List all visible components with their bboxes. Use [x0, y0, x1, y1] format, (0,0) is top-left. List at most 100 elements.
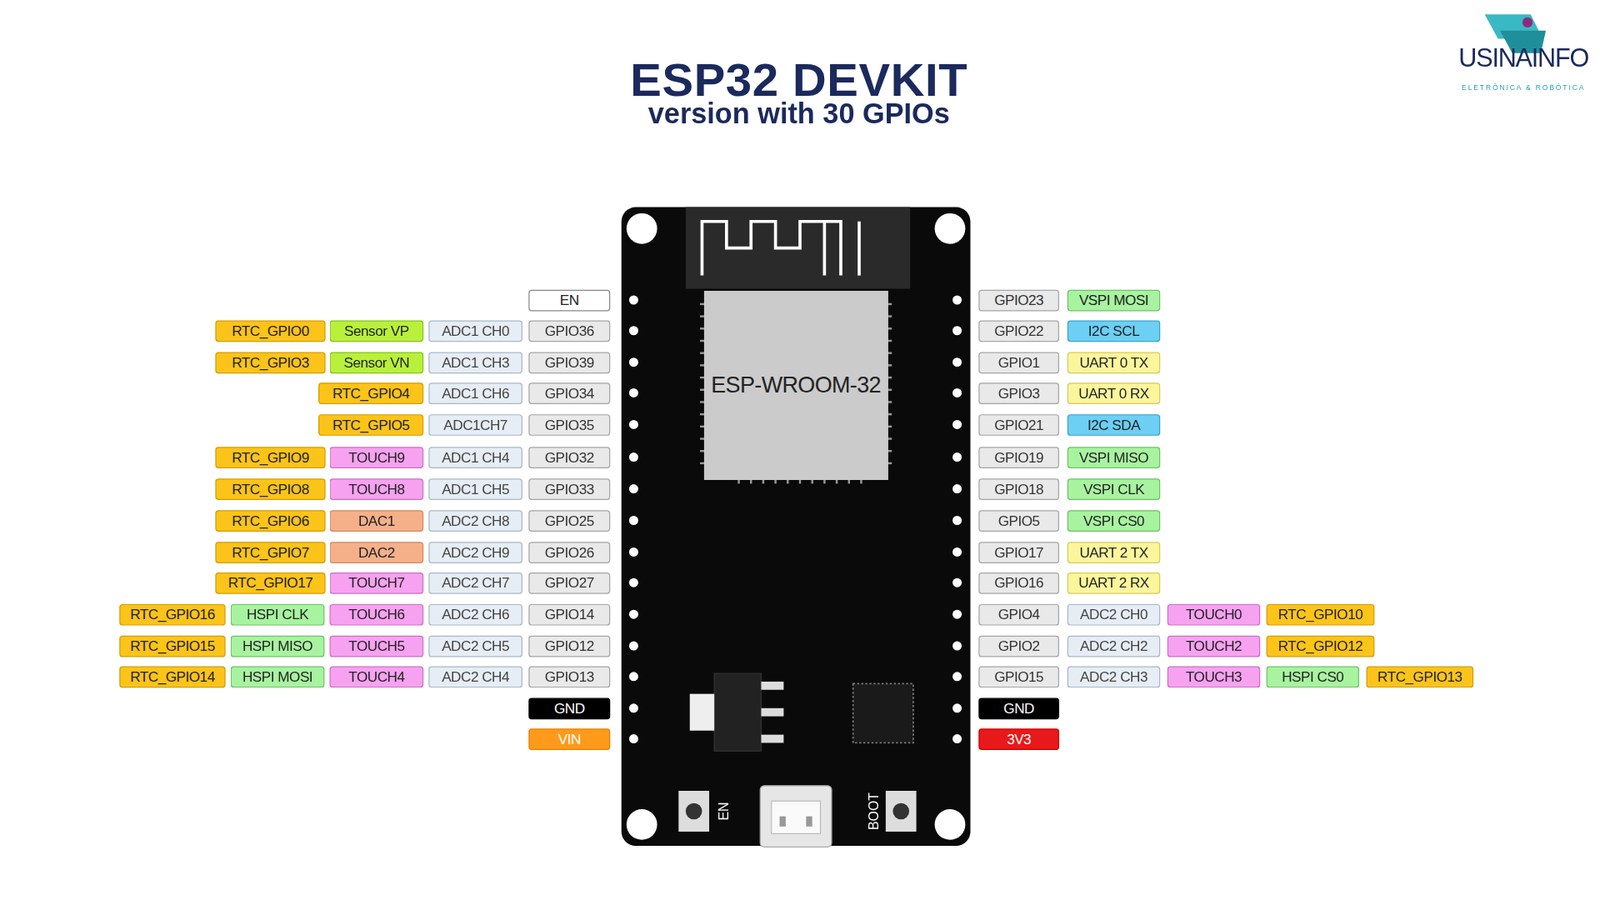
pin-label: GPIO14 [545, 607, 595, 622]
pin-label: RTC_GPIO12 [1278, 639, 1363, 654]
pin-tag: VSPI CLK [1067, 478, 1160, 500]
pin-label: GPIO4 [998, 607, 1040, 622]
pin-tag: TOUCH9 [330, 446, 425, 469]
pin-tag: RTC_GPIO15 [119, 635, 225, 657]
pin-tag: ADC2 CH6 [428, 603, 523, 625]
pin-label: VIN [558, 731, 581, 746]
pin-tag: DAC2 [330, 541, 425, 564]
pin-label: GPIO27 [545, 575, 595, 590]
pin-tag: UART 0 RX [1067, 382, 1160, 405]
pin-tag: GPIO12 [528, 635, 610, 657]
pin-tag: RTC_GPIO12 [1266, 635, 1375, 657]
pin-label: RTC_GPIO9 [231, 450, 309, 465]
pin-label: I2C SDA [1087, 417, 1140, 432]
pin-label: RTC_GPIO16 [130, 607, 215, 622]
pin-tag: RTC_GPIO4 [318, 382, 424, 405]
pin-tag: TOUCH7 [330, 571, 425, 594]
pin-tag: TOUCH5 [330, 635, 425, 657]
pin-label: ADC2 CH0 [1080, 607, 1148, 622]
pin-tag: ADC1 CH4 [428, 446, 523, 469]
pin-label: RTC_GPIO13 [1377, 669, 1462, 684]
pin-label: GPIO5 [998, 513, 1040, 528]
pin-label: Sensor VN [344, 355, 410, 370]
pin-tag: DAC1 [330, 510, 425, 532]
pin-tag: RTC_GPIO16 [119, 603, 225, 625]
pin-tag: RTC_GPIO7 [215, 541, 325, 564]
pin-label: ESP-WROOM-32 [710, 371, 881, 399]
pin-tag: GPIO16 [978, 571, 1060, 594]
pin-tag: GPIO3 [978, 382, 1060, 405]
pin-label: HSPI CLK [246, 607, 309, 622]
pin-tag: RTC_GPIO8 [215, 478, 325, 500]
pin-tag: GPIO34 [528, 382, 610, 405]
pin-label: RTC_GPIO4 [332, 385, 410, 400]
logo-text: USINAINFO [1458, 45, 1589, 71]
pin-label: ADC1 CH4 [441, 450, 510, 465]
pin-tag: GND [528, 697, 610, 720]
pin-tag: VSPI CS0 [1067, 510, 1160, 532]
pin-label: TOUCH3 [1185, 669, 1242, 684]
pin-tag: GPIO39 [528, 351, 610, 374]
pin-tag: GPIO1 [978, 351, 1060, 374]
pin-label: GPIO1 [998, 355, 1040, 370]
pin-label: UART 2 TX [1079, 545, 1148, 560]
pin-tag: ADC1 CH6 [428, 382, 523, 405]
pin-label: VSPI MOSI [1079, 292, 1149, 307]
pin-label: GPIO16 [994, 575, 1044, 590]
pin-tag: TOUCH3 [1167, 665, 1260, 688]
button-label: EN [716, 801, 730, 820]
pin-label: GPIO33 [545, 481, 595, 496]
pin-label: TOUCH5 [348, 639, 405, 654]
pin-tag: HSPI MISO [230, 635, 325, 657]
pin-label: ADC1CH7 [443, 417, 508, 432]
pin-label: GND [1003, 700, 1035, 715]
pin-label: GPIO22 [994, 323, 1044, 338]
pin-label: TOUCH7 [348, 575, 405, 590]
pin-label: GPIO25 [545, 513, 595, 528]
pin-label: ADC2 CH9 [441, 545, 510, 560]
pin-tag: UART 2 TX [1067, 541, 1160, 564]
pin-label: GPIO18 [994, 481, 1044, 496]
pin-tag: 3V3 [978, 728, 1060, 750]
pin-tag: GPIO35 [528, 414, 610, 436]
pin-label: ADC2 CH5 [441, 639, 510, 654]
pin-label: ADC2 CH6 [441, 607, 510, 622]
pin-tag: RTC_GPIO6 [215, 510, 325, 532]
pin-label: ADC1 CH5 [441, 481, 510, 496]
pin-tag: EN [528, 289, 610, 311]
pin-label: GPIO3 [998, 385, 1040, 400]
pin-tag: RTC_GPIO14 [119, 665, 225, 688]
pin-label: GPIO34 [545, 385, 595, 400]
pin-tag: GPIO4 [978, 603, 1060, 625]
pin-tag: ADC1 CH5 [428, 478, 523, 500]
pin-label: UART 0 TX [1079, 355, 1148, 370]
pin-label: HSPI MOSI [242, 669, 313, 684]
pin-tag: ADC2 CH4 [428, 665, 523, 688]
pin-label: RTC_GPIO5 [332, 417, 410, 432]
pin-label: DAC1 [358, 513, 395, 528]
pin-label: GPIO17 [994, 545, 1044, 560]
pin-tag: RTC_GPIO17 [215, 571, 325, 594]
pin-label: UART 0 RX [1078, 385, 1150, 400]
pin-label: GPIO23 [994, 292, 1044, 307]
pin-label: 3V3 [1006, 731, 1031, 746]
subtitle: version with 30 GPIOs [648, 100, 950, 129]
pin-tag: GPIO25 [528, 510, 610, 532]
pin-label: ADC1 CH6 [441, 385, 510, 400]
pin-tag: ADC2 CH3 [1067, 665, 1160, 688]
pin-label: RTC_GPIO17 [228, 575, 313, 590]
pin-label: RTC_GPIO10 [1278, 607, 1363, 622]
pin-tag: TOUCH6 [330, 603, 425, 625]
pin-label: ADC2 CH4 [441, 669, 510, 684]
pin-label: GPIO21 [994, 417, 1044, 432]
pin-tag: Sensor VN [330, 351, 425, 374]
pin-tag: HSPI CLK [230, 603, 325, 625]
pin-tag: VSPI MOSI [1067, 289, 1160, 311]
pin-tag: RTC_GPIO10 [1266, 603, 1375, 625]
pin-tag: GPIO26 [528, 541, 610, 564]
pin-tag: RTC_GPIO5 [318, 414, 424, 436]
module-chip: ESP-WROOM-32 [704, 290, 888, 480]
pin-tag: TOUCH4 [330, 665, 425, 688]
pin-tag: ADC1CH7 [428, 414, 523, 436]
